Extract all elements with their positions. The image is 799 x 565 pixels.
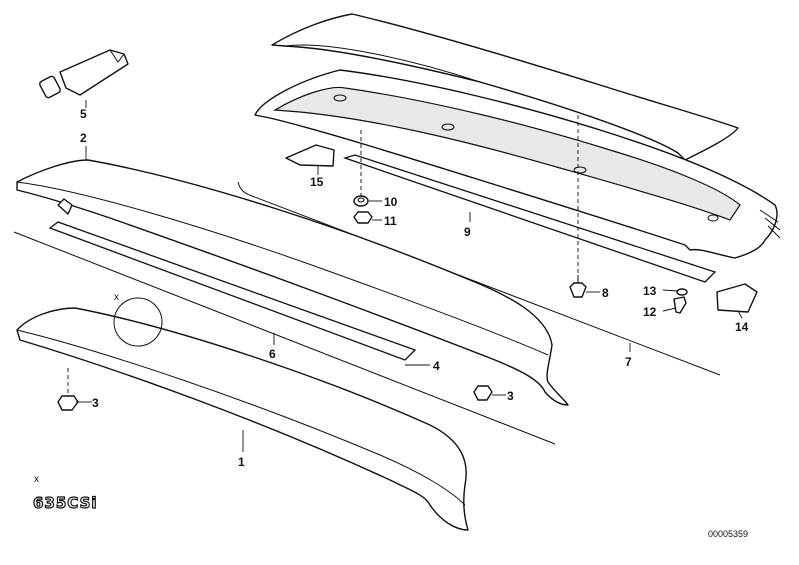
callout-7: 7 bbox=[625, 355, 632, 369]
rear-lid-spoiler-1 bbox=[16, 307, 469, 531]
callout-13: 13 bbox=[643, 284, 657, 298]
detail-marker: x bbox=[114, 292, 119, 303]
nut-3-right bbox=[473, 385, 493, 401]
callout-12: 12 bbox=[643, 305, 657, 319]
screw-12 bbox=[673, 296, 687, 314]
model-emblem-635csi: 635CSi bbox=[33, 494, 98, 512]
callout-2: 2 bbox=[80, 131, 87, 145]
nut-10 bbox=[353, 195, 369, 207]
upper-spoiler-base bbox=[254, 69, 781, 259]
detail-circle bbox=[113, 297, 163, 347]
callout-11: 11 bbox=[384, 214, 397, 228]
sealant-tube-5 bbox=[39, 49, 129, 99]
upper-spoiler-cover bbox=[271, 13, 739, 161]
sealing-strip-9 bbox=[342, 154, 717, 283]
bolt-8 bbox=[569, 275, 587, 298]
callout-6: 6 bbox=[269, 347, 276, 361]
callout-5: 5 bbox=[80, 107, 87, 121]
diagram-reference-number: 00005359 bbox=[708, 529, 748, 539]
nut-11 bbox=[353, 211, 373, 224]
nut-3-left bbox=[57, 368, 79, 411]
washer-13 bbox=[676, 288, 688, 296]
group-frame-line-upper bbox=[237, 181, 721, 376]
sealing-strip-6 bbox=[48, 221, 417, 361]
callout-8: 8 bbox=[602, 286, 609, 300]
spoiler-2 bbox=[16, 159, 569, 406]
callout-14: 14 bbox=[735, 320, 749, 334]
callout-15: 15 bbox=[310, 175, 324, 189]
callout-3-right: 3 bbox=[507, 389, 514, 403]
callout-10: 10 bbox=[384, 195, 398, 209]
trim-piece-14 bbox=[716, 283, 758, 313]
callout-1: 1 bbox=[238, 455, 245, 469]
callout-3-left: 3 bbox=[92, 396, 99, 410]
leader-lines bbox=[76, 100, 743, 452]
emblem-marker: x bbox=[34, 474, 39, 485]
group-frame-line-lower bbox=[13, 231, 556, 445]
callout-9: 9 bbox=[464, 225, 471, 239]
callout-4: 4 bbox=[433, 359, 440, 373]
cover-plate-15 bbox=[285, 144, 335, 167]
